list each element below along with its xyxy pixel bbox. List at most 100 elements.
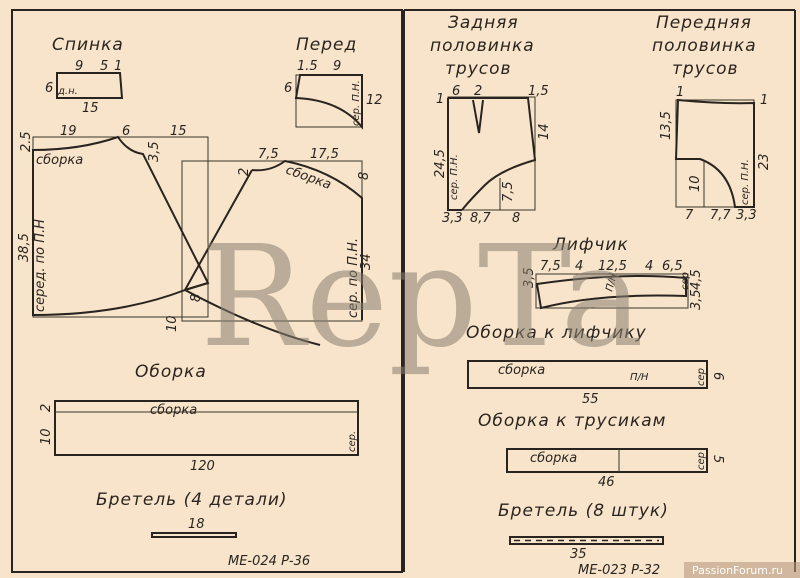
front-panty-piece: Передняя половинка трусов 1 1 13,5 сер. … [652,13,772,223]
gather-label: сборка [498,363,545,378]
dim: 12 [366,93,383,108]
label: серед. по П.Н [33,219,48,312]
dim: 15 [170,124,187,139]
dim: 6,5 [662,259,683,274]
gather-label: сборка [36,153,83,168]
dim: 23 [757,153,772,170]
label: сер. П.Н. [351,80,362,126]
dim: 1.5 [297,59,318,74]
dim: 10 [165,315,180,332]
dim: 19 [60,124,77,139]
label: сер [680,272,691,290]
dim: 2 [39,404,54,412]
bra-ruffle-title: Оборка к лифчику [466,323,647,343]
back-yoke-piece: Спинка 9 5 1 6 д.н. 15 [45,35,124,116]
dim: 2 [474,84,482,99]
dim: 38,5 [17,233,32,262]
pattern-code: МЕ-024 Р-36 [228,554,310,569]
back-panty-piece: Задняя половинка трусов 1 6 2 1,5 14 24,… [430,13,552,226]
dim: 46 [598,475,615,490]
dim: 4,5 [689,269,704,290]
title-line: Задняя [448,13,519,33]
dim: 7,7 [710,208,731,223]
dim: 7,5 [501,181,516,202]
dim: 10 [39,428,54,445]
gather-label: сборка [530,451,577,466]
dim: 3,3 [442,211,463,226]
strap-title: Бретель (4 детали) [96,490,288,510]
watermark: RepTa [200,216,644,379]
dim: 7,5 [540,259,561,274]
bra-ruffle-piece: Оборка к лифчику сборка П/Н сер 6 55 [466,323,725,407]
dim: 120 [190,459,215,474]
dim: 55 [582,392,599,407]
gather-label: сборка [150,403,197,418]
dim: 7,5 [258,147,279,162]
label: сер [696,452,707,470]
label: сер. по П.Н. [346,238,361,318]
dim: 2.5 [19,131,34,152]
dim: 14 [537,123,552,140]
dim: 2 [237,168,252,176]
grain-label: П/Н [630,372,649,383]
label: сер. П.Н. [740,159,751,205]
title-line: Передняя [656,13,752,33]
dim: 18 [188,517,205,532]
dim: 8 [357,172,372,180]
dim: 6 [122,124,130,139]
front-yoke-piece: Перед 1.5 9 6 сер. П.Н. 12 [284,35,383,130]
dim: 6 [45,81,53,96]
grain-label: П/Н [604,272,620,293]
dim: 5 [100,59,108,74]
dim: 8 [512,211,520,226]
dim: 8,7 [470,211,491,226]
dim: 4 [645,259,653,274]
label: д.н. [57,86,78,97]
strap-title: Бретель (8 штук) [498,501,669,521]
bra-piece: Лифчик 7,5 4 12,5 4 6,5 3,5 4,5 3,5 П/Н … [522,235,704,310]
site-badge [684,562,800,578]
dim: 8 [189,294,204,302]
dim: 35 [570,547,587,562]
dim: 1 [436,92,444,107]
back-yoke-title: Спинка [52,35,124,55]
dim: 6 [452,84,460,99]
title-line: половинка [430,36,535,56]
dim: 6 [710,372,725,380]
dim: 13,5 [659,111,674,140]
dim: 34 [359,253,374,270]
pattern-code: МЕ-023 Р-32 [578,563,660,578]
title-line: половинка [652,36,757,56]
dim: 9 [333,59,341,74]
dim: 1,5 [528,84,549,99]
dim: 17,5 [310,147,339,162]
label: сер. П.Н. [449,154,460,200]
label: сер [696,368,707,386]
dim: 3,5 [522,267,537,288]
dim: 10 [688,175,703,192]
dim: 5 [710,455,725,463]
panty-ruffle-title: Оборка к трусикам [478,411,666,431]
dim: 24,5 [433,149,448,178]
ruffle-title: Оборка [135,362,207,382]
dim: 4 [575,259,583,274]
dim: 1 [760,93,768,108]
strap-piece-right: Бретель (8 штук) 35 МЕ-023 Р-32 [498,501,669,578]
dim: 3,3 [736,208,757,223]
site-watermark: PassionForum.ru [692,564,783,577]
front-yoke-title: Перед [296,35,357,55]
dim: 1 [676,85,684,100]
title-line: трусов [672,59,739,79]
dim: 6 [284,81,292,96]
bra-title: Лифчик [552,235,629,255]
ruffle-piece: Оборка сборка 2 10 сер. 120 [39,362,359,474]
label: сер. [347,431,358,452]
dim: 1 [114,59,122,74]
dim: 9 [75,59,83,74]
strap-piece-left: Бретель (4 детали) 18 МЕ-024 Р-36 [96,490,310,569]
title-line: трусов [445,59,512,79]
dim: 15 [82,101,99,116]
dim: 3,5 [689,289,704,310]
